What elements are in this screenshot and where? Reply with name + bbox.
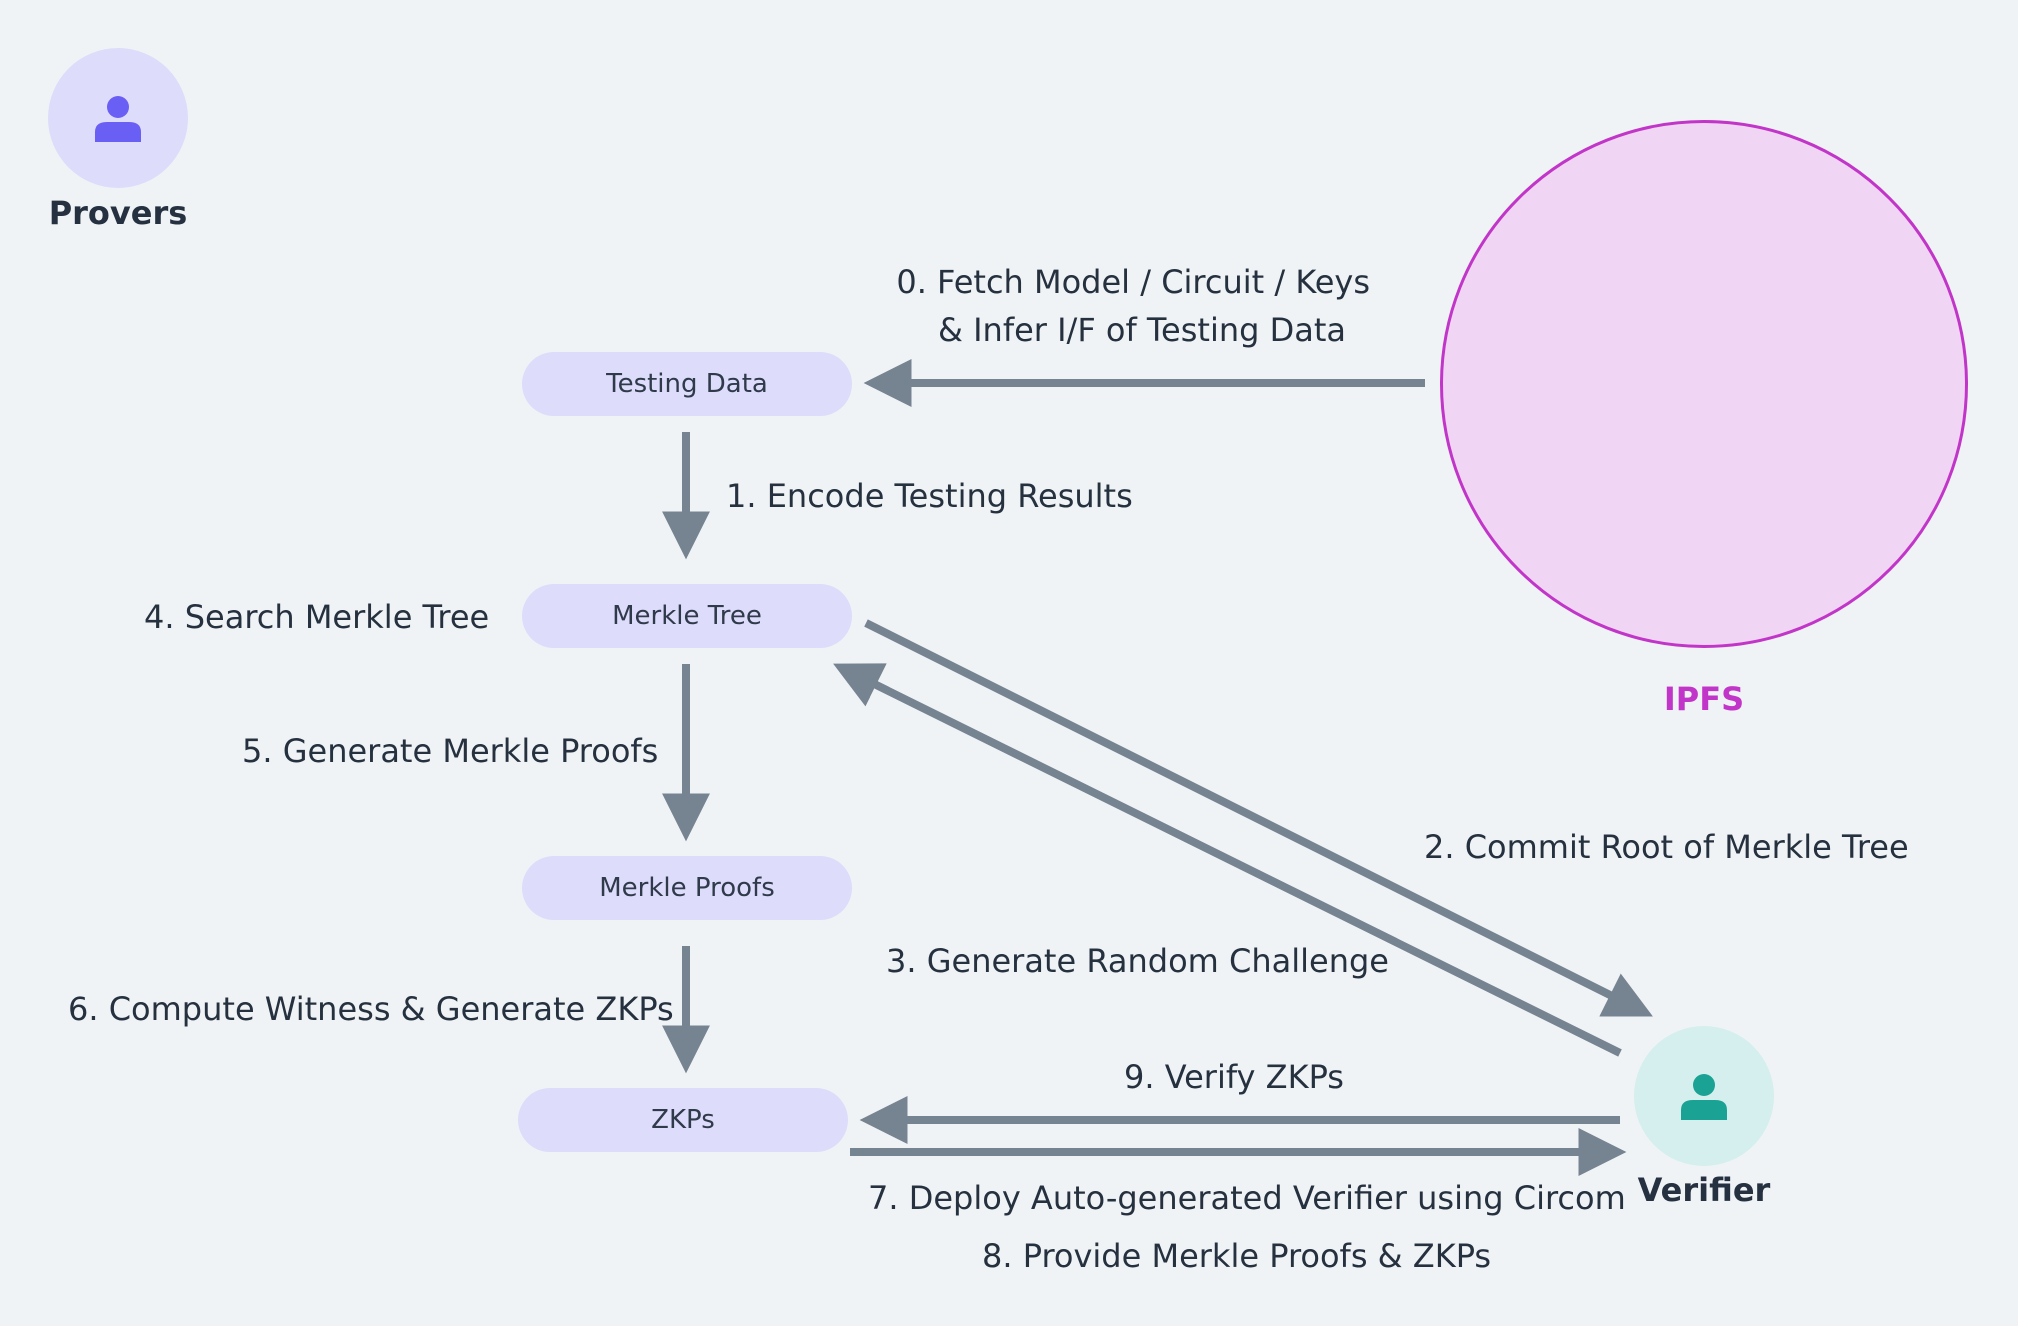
provers-avatar [48, 48, 188, 188]
arrow-verifier-to-merkle-tree [833, 663, 1622, 1057]
testing-data-node: Testing Data [522, 352, 852, 416]
verifier-avatar [1634, 1026, 1774, 1166]
merkle-proofs-node: Merkle Proofs [522, 856, 852, 920]
step-0-label-line2: & Infer I/F of Testing Data [937, 311, 1346, 349]
ipfs-node [1440, 120, 1968, 648]
user-icon [95, 96, 141, 142]
provers-label: Provers [48, 194, 188, 232]
step-0-label-line1: 0. Fetch Model / Circuit / Keys [896, 263, 1370, 301]
step-5-label: 5. Generate Merkle Proofs [242, 732, 659, 770]
step-8-label: 8. Provide Merkle Proofs & ZKPs [982, 1237, 1492, 1275]
ipfs-label: IPFS [1663, 680, 1745, 718]
step-3-label: 3. Generate Random Challenge [886, 942, 1389, 980]
arrow-merkle-tree-to-verifier [864, 619, 1653, 1017]
step-2-label: 2. Commit Root of Merkle Tree [1424, 828, 1909, 866]
step-6-label: 6. Compute Witness & Generate ZKPs [68, 990, 674, 1028]
step-9-label: 9. Verify ZKPs [1124, 1058, 1344, 1096]
user-icon [1681, 1074, 1727, 1120]
merkle-tree-node: Merkle Tree [522, 584, 852, 648]
verifier-label: Verifier [1637, 1171, 1771, 1209]
step-1-label: 1. Encode Testing Results [726, 477, 1133, 515]
zkps-node: ZKPs [518, 1088, 848, 1152]
step-4-label: 4. Search Merkle Tree [144, 598, 490, 636]
step-7-label: 7. Deploy Auto-generated Verifier using … [868, 1179, 1626, 1217]
